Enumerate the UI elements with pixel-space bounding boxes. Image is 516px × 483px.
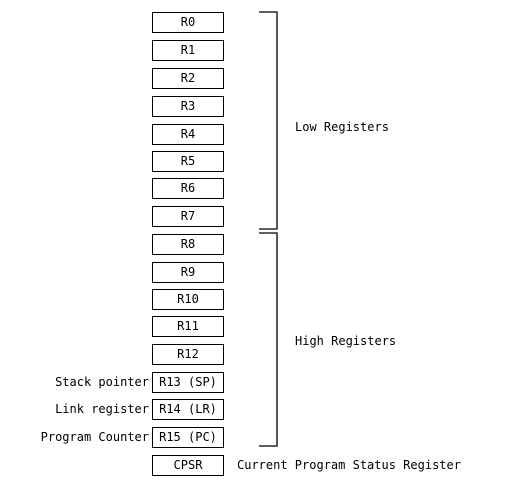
register-r7: R7: [152, 206, 224, 227]
register-r8: R8: [152, 234, 224, 255]
register-r11: R11: [152, 316, 224, 337]
register-r5: R5: [152, 151, 224, 172]
register-r15-pc: R15 (PC): [152, 427, 224, 448]
register-r6: R6: [152, 178, 224, 199]
low-registers-bracket: [259, 11, 278, 230]
link-register-label: Link register: [55, 402, 149, 416]
register-r4: R4: [152, 124, 224, 145]
high-registers-label: High Registers: [295, 334, 397, 348]
program-counter-label: Program Counter: [40, 430, 149, 444]
register-r12: R12: [152, 344, 224, 365]
register-r2: R2: [152, 68, 224, 89]
register-cpsr: CPSR: [152, 455, 224, 476]
high-registers-bracket: [259, 232, 278, 447]
register-r1: R1: [152, 40, 224, 61]
register-r9: R9: [152, 262, 224, 283]
register-r10: R10: [152, 289, 224, 310]
low-registers-label: Low Registers: [295, 120, 389, 134]
stack-pointer-label: Stack pointer: [55, 375, 149, 389]
cpsr-description: Current Program Status Register: [237, 458, 461, 472]
register-r0: R0: [152, 12, 224, 33]
register-r3: R3: [152, 96, 224, 117]
register-r14-lr: R14 (LR): [152, 399, 224, 420]
register-r13-sp: R13 (SP): [152, 372, 224, 393]
